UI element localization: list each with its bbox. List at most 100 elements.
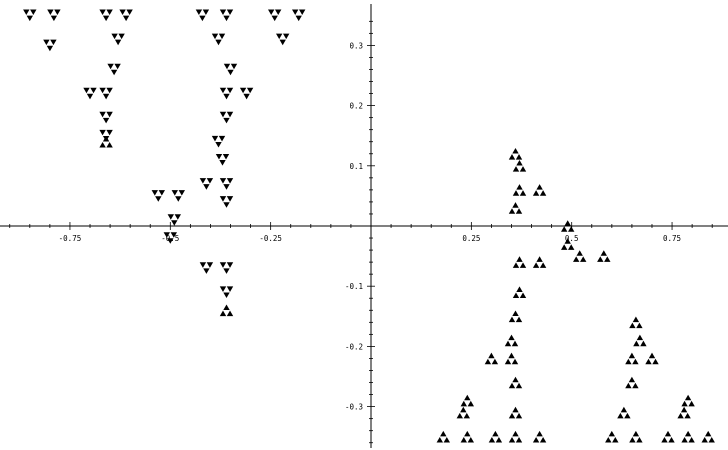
triangle-mark: [456, 412, 463, 419]
triangle-mark: [536, 184, 543, 190]
triangle-mark: [30, 9, 37, 15]
triangle-mark: [46, 45, 54, 52]
triangle-mark: [219, 111, 227, 118]
triangle-mark: [515, 154, 523, 160]
triangle-mark: [275, 9, 282, 15]
triangle-mark: [460, 437, 467, 443]
triangle-mark: [536, 430, 543, 437]
triangle-mark: [564, 238, 571, 244]
triangle-mark: [645, 358, 652, 365]
triangle-mark: [688, 437, 695, 443]
triangle-mark: [684, 412, 691, 419]
data-point: [488, 430, 503, 443]
triangle-mark: [705, 430, 712, 437]
data-point: [597, 250, 611, 262]
triangle-mark: [668, 437, 675, 443]
triangle-mark: [512, 148, 519, 154]
data-point: [23, 9, 37, 22]
triangle-mark: [684, 430, 692, 437]
triangle-mark: [516, 256, 523, 262]
data-point: [456, 406, 470, 419]
triangle-mark: [295, 15, 302, 22]
triangle-mark: [223, 184, 230, 190]
triangle-mark: [504, 358, 512, 365]
triangle-mark: [539, 437, 547, 443]
y-tick-label: -0.2: [345, 342, 363, 351]
data-point: [199, 178, 214, 190]
triangle-mark: [54, 9, 61, 15]
triangle-mark: [211, 33, 219, 40]
data-point: [681, 394, 695, 407]
triangle-mark: [106, 111, 113, 118]
triangle-mark: [640, 340, 647, 347]
triangle-mark: [226, 262, 234, 268]
data-point: [512, 256, 527, 268]
triangle-mark: [226, 9, 234, 15]
data-point: [512, 286, 527, 298]
triangle-mark: [50, 39, 57, 46]
data-point: [617, 406, 631, 419]
data-point: [508, 148, 523, 160]
triangle-mark: [219, 310, 227, 317]
triangle-mark: [23, 9, 30, 15]
triangle-mark: [516, 160, 523, 166]
triangle-mark: [628, 376, 636, 383]
triangle-mark: [536, 256, 543, 262]
triangle-mark: [652, 358, 659, 365]
triangle-mark: [515, 412, 523, 419]
triangle-mark: [511, 358, 519, 365]
triangle-mark: [633, 340, 640, 347]
triangle-mark: [681, 400, 688, 407]
x-tick-label: 0.75: [663, 234, 681, 243]
y-ticks: 0.30.20.1-0.1-0.2-0.3: [345, 20, 375, 444]
triangle-mark: [99, 9, 106, 15]
triangle-mark: [605, 437, 612, 443]
triangle-mark: [608, 430, 615, 437]
triangle-mark: [202, 9, 210, 15]
triangle-mark: [227, 69, 234, 76]
triangle-mark: [106, 9, 113, 15]
triangle-mark: [463, 412, 470, 419]
triangle-mark: [47, 9, 54, 15]
triangle-mark: [648, 352, 656, 359]
triangle-mark: [688, 400, 695, 407]
data-point: [633, 334, 647, 347]
triangle-mark: [110, 69, 118, 76]
triangle-mark: [460, 400, 467, 407]
triangle-mark: [118, 33, 125, 40]
triangle-mark: [532, 262, 540, 268]
axes-layer: [0, 4, 728, 448]
data-point: [99, 111, 113, 124]
triangle-mark: [223, 93, 230, 100]
triangle-mark: [219, 196, 227, 202]
triangle-mark: [708, 437, 715, 443]
triangle-mark: [102, 15, 110, 22]
triangle-mark: [107, 63, 114, 70]
triangle-mark: [271, 15, 278, 22]
triangle-mark: [102, 117, 110, 124]
triangle-mark: [508, 352, 515, 359]
triangle-mark: [283, 33, 290, 40]
data-point: [211, 33, 226, 46]
triangle-mark: [106, 87, 113, 94]
triangle-mark: [632, 430, 640, 437]
data-point: [605, 430, 619, 443]
data-point: [47, 9, 61, 22]
triangle-mark: [519, 262, 527, 268]
triangle-mark: [464, 430, 471, 437]
triangle-mark: [516, 286, 523, 292]
triangle-mark: [99, 129, 106, 136]
triangle-mark: [219, 178, 227, 184]
data-point: [195, 9, 210, 22]
triangle-mark: [491, 358, 499, 365]
triangle-mark: [512, 166, 520, 172]
y-tick-label: 0.3: [349, 41, 363, 50]
triangle-mark: [664, 430, 672, 437]
data-point: [107, 63, 121, 76]
triangle-mark: [511, 340, 519, 347]
triangle-mark: [532, 190, 540, 196]
triangle-mark: [512, 262, 520, 268]
triangle-mark: [102, 93, 110, 100]
data-point: [211, 135, 226, 148]
